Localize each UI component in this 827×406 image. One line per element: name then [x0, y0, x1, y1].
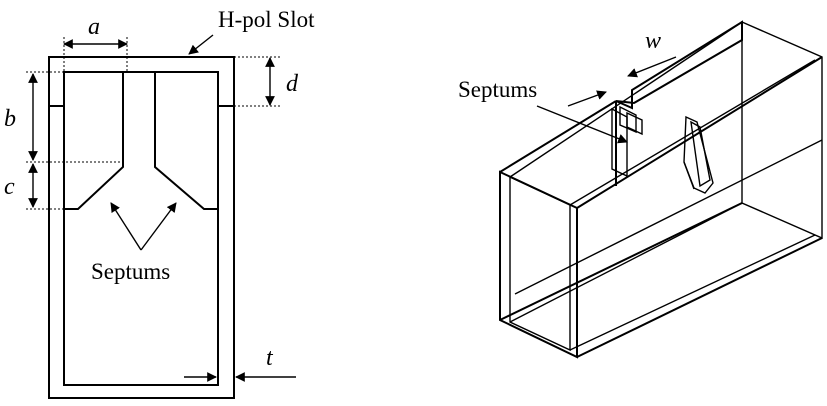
outer-wall — [48, 56, 235, 399]
dim-w-arrow — [627, 56, 677, 78]
isometric-view: w Septums — [458, 20, 823, 359]
septum-arrow-3d — [536, 105, 628, 144]
dim-b-label: b — [4, 106, 16, 132]
dim-w-label: w — [645, 28, 661, 54]
front-cross-section: a H-pol Slot d b c Septums t — [4, 7, 315, 399]
dim-a-label: a — [88, 14, 100, 40]
septum-3d — [611, 105, 714, 194]
septum-arrow-right — [140, 202, 177, 251]
dim-w-arrow-2 — [567, 90, 607, 107]
septums-label-right: Septums — [458, 77, 537, 102]
dim-d-label: d — [286, 71, 299, 97]
inner-wall — [63, 71, 219, 386]
h-pol-slot-arrow — [188, 34, 214, 55]
h-pol-slot-label: H-pol Slot — [218, 7, 315, 32]
septums-label-left: Septums — [91, 259, 170, 284]
dim-t-label: t — [266, 345, 274, 371]
septum-outline — [64, 72, 218, 210]
dim-c-label: c — [4, 174, 15, 200]
septum-arrow-left — [110, 202, 142, 251]
